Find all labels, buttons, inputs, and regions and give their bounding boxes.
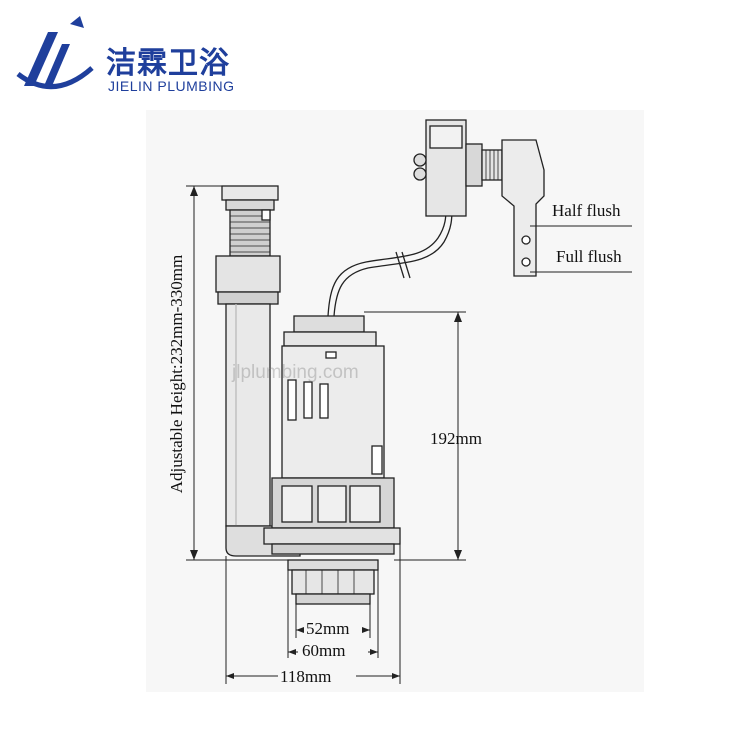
jielin-logo-icon: [16, 16, 94, 89]
half-flush-label: Half flush: [552, 201, 621, 220]
dim-52-label: 52mm: [306, 619, 349, 638]
watermark-text: jlplumbing.com: [232, 362, 359, 383]
dim-118-label: 118mm: [280, 667, 331, 686]
brand-logo: 洁霖卫浴 JIELIN PLUMBING: [14, 14, 284, 100]
dimension-lines: [186, 185, 466, 684]
full-flush-label: Full flush: [556, 247, 622, 266]
dimension-arrows: [190, 186, 462, 679]
overflow-cap: [215, 185, 281, 305]
height-192-label: 192mm: [430, 429, 482, 448]
brand-name-cn: 洁霖卫浴: [106, 46, 230, 81]
valve-body: [263, 315, 401, 555]
cable: [327, 207, 453, 317]
flush-button-assembly: [413, 119, 545, 277]
dim-60-label: 60mm: [302, 641, 345, 660]
leader-lines: [530, 225, 632, 273]
brand-name-en: JIELIN PLUMBING: [108, 78, 235, 94]
adjustable-height-label: Adjustable Height:232mm-330mm: [167, 255, 186, 493]
valve-base-thread: [287, 559, 379, 605]
